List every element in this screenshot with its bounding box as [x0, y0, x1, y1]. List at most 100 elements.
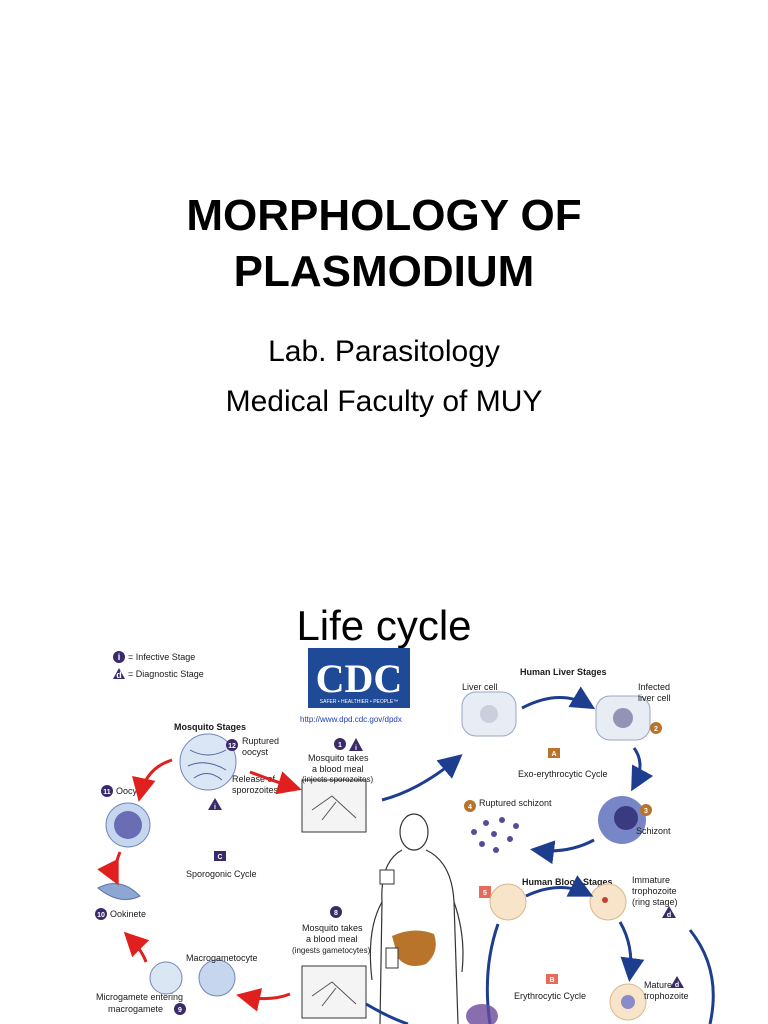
- subtitle-lab: Lab. Parasitology: [268, 335, 500, 368]
- svg-text:Ruptured: Ruptured: [242, 736, 279, 746]
- svg-text:11: 11: [103, 789, 111, 796]
- svg-text:Sporogonic Cycle: Sporogonic Cycle: [186, 869, 257, 879]
- cycle-b-badge: B: [546, 974, 558, 984]
- oocyst: [105, 802, 151, 848]
- rbc-ring-stage: [589, 883, 627, 921]
- human-figure: [369, 813, 464, 1024]
- svg-text:10: 10: [97, 912, 105, 919]
- svg-text:macrogamete: macrogamete: [108, 1004, 163, 1014]
- svg-text:12: 12: [228, 743, 236, 750]
- cdc-tagline: SAFER • HEALTHIER • PEOPLE™: [320, 699, 398, 705]
- svg-text:2: 2: [654, 726, 658, 733]
- infective-icon-release: i: [208, 798, 222, 811]
- bite-panel-1: [301, 779, 367, 833]
- liver-cycle-arrows: [381, 686, 654, 865]
- svg-text:(injects sporozoites): (injects sporozoites): [302, 775, 373, 784]
- svg-text:Schizont: Schizont: [636, 826, 671, 836]
- cdc-url[interactable]: http://www.dpd.cdc.gov/dpdx: [300, 715, 402, 724]
- step-3-badge: 3: [640, 804, 652, 816]
- liver-shape: [392, 930, 436, 966]
- cycle-c-badge: C: [214, 851, 226, 861]
- svg-text:trophozoite: trophozoite: [644, 991, 689, 1001]
- svg-text:d: d: [667, 912, 671, 919]
- step-1-badge: 1: [334, 738, 346, 750]
- macrogametocyte-cell: [198, 959, 236, 997]
- diagnostic-legend-icon: d: [113, 668, 125, 680]
- human-liver-stages-heading: Human Liver Stages: [520, 667, 607, 677]
- infective-icon-bite: i: [349, 738, 363, 752]
- subtitle-faculty: Medical Faculty of MUY: [225, 385, 543, 418]
- svg-text:d: d: [675, 982, 679, 989]
- svg-text:Microgamete entering: Microgamete entering: [96, 992, 183, 1002]
- svg-text:Macrogametocyte: Macrogametocyte: [186, 953, 258, 963]
- svg-text:B: B: [549, 977, 554, 984]
- step-10-badge: 10: [95, 908, 107, 920]
- ookinete-shape: [97, 883, 141, 901]
- svg-text:a blood meal: a blood meal: [306, 934, 358, 944]
- diagnostic-icon-mature: d: [670, 976, 684, 989]
- svg-text:Ookinete: Ookinete: [110, 909, 146, 919]
- legend-diagnostic: = Diagnostic Stage: [128, 669, 204, 679]
- svg-text:1: 1: [338, 742, 342, 749]
- svg-text:d: d: [116, 670, 122, 680]
- cycle-a-badge: A: [548, 748, 560, 758]
- human-blood-stages-heading: Human Blood Stages: [522, 877, 613, 887]
- step-9-badge: 9: [174, 1003, 186, 1015]
- title-slide: MORPHOLOGY OF PLASMODIUM Lab. Parasitolo…: [0, 188, 768, 418]
- step-11-badge: 11: [101, 785, 113, 797]
- cdc-logo-text: CDC: [316, 656, 403, 701]
- rbc-uninfected: [489, 883, 527, 921]
- step-5-badge: 5: [479, 886, 491, 898]
- svg-text:Release of: Release of: [232, 774, 276, 784]
- svg-text:Oocyst: Oocyst: [116, 786, 145, 796]
- legend-infective: = Infective Stage: [128, 652, 195, 662]
- step-12-badge: 12: [226, 739, 238, 751]
- liver-cell: [461, 691, 517, 737]
- svg-text:sporozoites: sporozoites: [232, 785, 279, 795]
- cdc-logo: CDC SAFER • HEALTHIER • PEOPLE™: [308, 648, 410, 708]
- step-8-badge: 8: [330, 906, 342, 918]
- svg-text:Ruptured schizont: Ruptured schizont: [479, 798, 552, 808]
- svg-text:(ring stage): (ring stage): [632, 897, 678, 907]
- diagnostic-icon-ring: d: [662, 906, 676, 919]
- legend: i = Infective Stage d = Diagnostic Stage: [113, 651, 204, 680]
- infective-legend-icon: i: [113, 651, 125, 663]
- svg-text:A: A: [551, 751, 556, 758]
- bite-panel-2: [301, 965, 367, 1019]
- ruptured-oocyst: [179, 733, 237, 791]
- mosquito-cycle-arrows: [97, 758, 302, 1012]
- svg-text:i: i: [118, 652, 121, 662]
- svg-text:a blood meal: a blood meal: [312, 764, 364, 774]
- svg-text:Mosquito takes: Mosquito takes: [302, 923, 363, 933]
- svg-text:C: C: [217, 854, 222, 861]
- life-cycle-title: Life cycle: [296, 602, 472, 649]
- life-cycle-slide: Life cycle i = Infective Stage d = Diagn…: [0, 560, 768, 1024]
- svg-text:(ingests gametocytes): (ingests gametocytes): [292, 946, 371, 955]
- slide-title: MORPHOLOGY OF PLASMODIUM: [0, 188, 768, 300]
- svg-text:Liver cell: Liver cell: [462, 682, 498, 692]
- svg-text:Mature: Mature: [644, 980, 672, 990]
- blood-marker: [385, 947, 399, 969]
- svg-text:Exo-erythrocytic Cycle: Exo-erythrocytic Cycle: [518, 769, 608, 779]
- step-2-badge: 2: [650, 722, 662, 734]
- svg-text:8: 8: [334, 910, 338, 917]
- life-cycle-diagram: i = Infective Stage d = Diagnostic Stage…: [95, 648, 715, 1024]
- svg-text:Erythrocytic Cycle: Erythrocytic Cycle: [514, 991, 586, 1001]
- svg-text:3: 3: [644, 808, 648, 815]
- mosquito-stages-heading: Mosquito Stages: [174, 722, 246, 732]
- svg-text:5: 5: [483, 890, 487, 897]
- microgamete-cell: [149, 961, 183, 995]
- svg-text:Mosquito takes: Mosquito takes: [308, 753, 369, 763]
- svg-text:oocyst: oocyst: [242, 747, 269, 757]
- svg-text:liver cell: liver cell: [638, 693, 671, 703]
- title-line-1: MORPHOLOGY OF: [186, 191, 582, 240]
- svg-text:trophozoite: trophozoite: [632, 886, 677, 896]
- svg-text:Immature: Immature: [632, 875, 670, 885]
- svg-text:4: 4: [468, 804, 472, 811]
- svg-text:Infected: Infected: [638, 682, 670, 692]
- svg-text:i: i: [355, 745, 357, 752]
- skin-marker: [379, 869, 395, 885]
- schizont-blood-cluster: [466, 1004, 498, 1024]
- ruptured-schizont: [471, 817, 519, 853]
- svg-text:9: 9: [178, 1007, 182, 1014]
